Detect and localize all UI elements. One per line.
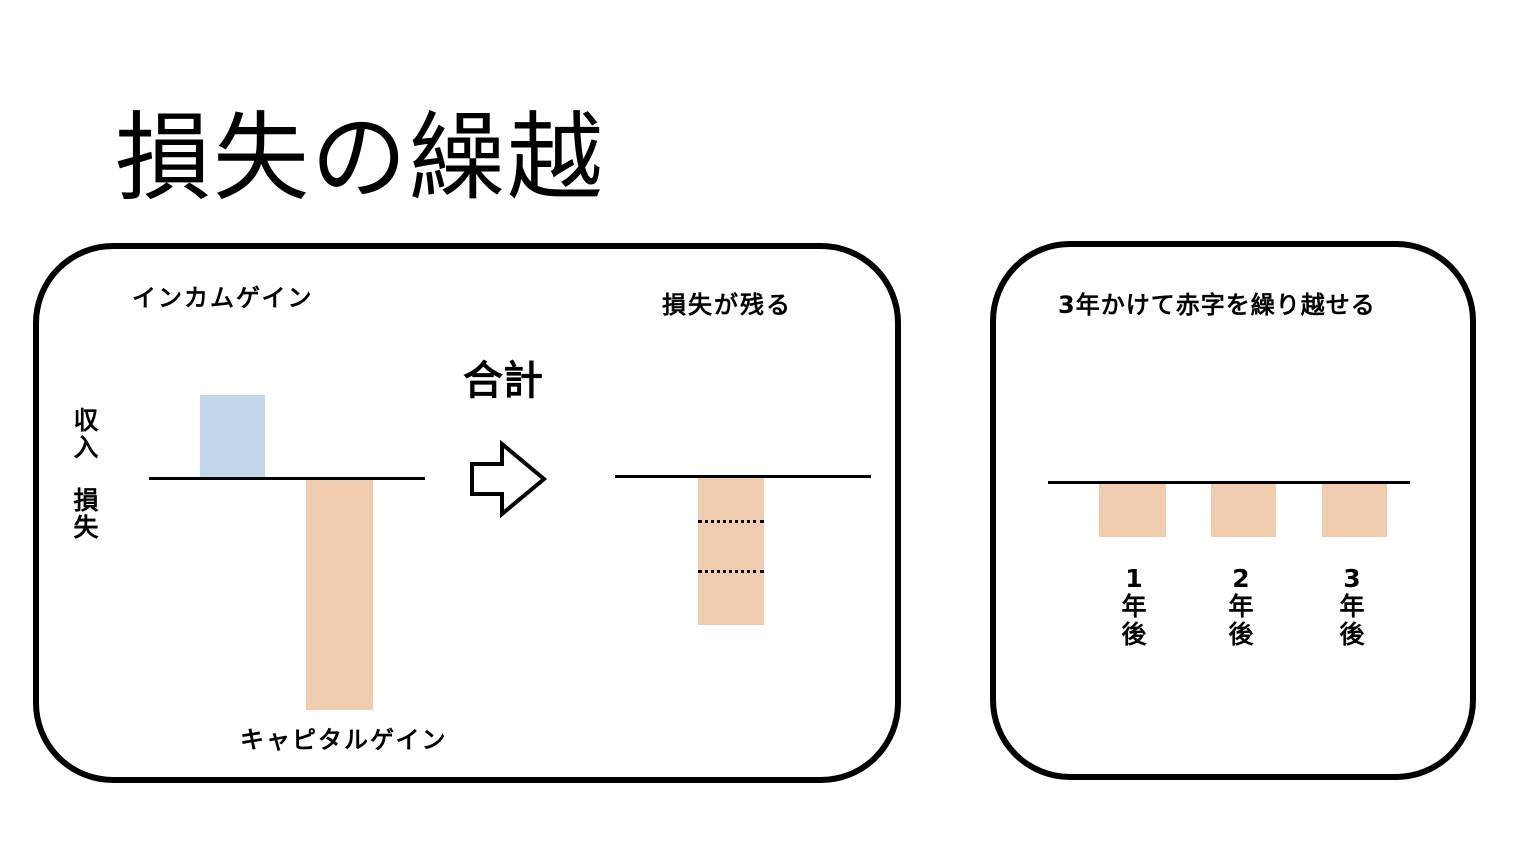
year-3-loss-bar bbox=[1322, 484, 1387, 537]
year-3-label: 3 年 後 bbox=[1334, 565, 1370, 649]
carryover-baseline bbox=[1048, 481, 1410, 484]
carryover-title: 3年かけて赤字を繰り越せる bbox=[1058, 291, 1376, 319]
right-arrow-icon bbox=[470, 440, 548, 519]
income-gain-label: インカムゲイン bbox=[132, 284, 314, 312]
capital-gain-label: キャピタルゲイン bbox=[240, 726, 448, 754]
income-bar bbox=[200, 395, 265, 477]
year-unit: 年 bbox=[1121, 592, 1147, 621]
remaining-loss-bar bbox=[698, 478, 764, 625]
right-panel bbox=[990, 241, 1476, 780]
year-suffix: 後 bbox=[1339, 620, 1365, 649]
axis-income-label: 収入 bbox=[73, 406, 99, 462]
year-number: 3 bbox=[1343, 564, 1361, 593]
year-2-label: 2 年 後 bbox=[1223, 565, 1259, 649]
year-suffix: 後 bbox=[1121, 620, 1147, 649]
year-unit: 年 bbox=[1228, 592, 1254, 621]
page-title: 損失の繰越 bbox=[115, 102, 605, 214]
left-baseline bbox=[149, 477, 425, 480]
year-1-loss-bar bbox=[1099, 484, 1166, 537]
year-2-loss-bar bbox=[1211, 484, 1276, 537]
year-suffix: 後 bbox=[1228, 620, 1254, 649]
loss-divider-2 bbox=[698, 570, 764, 573]
capital-loss-bar bbox=[306, 480, 373, 710]
result-baseline bbox=[615, 475, 871, 478]
loss-remains-label: 損失が残る bbox=[662, 291, 792, 319]
year-unit: 年 bbox=[1339, 592, 1365, 621]
left-panel bbox=[33, 243, 901, 783]
loss-divider-1 bbox=[698, 520, 764, 523]
year-number: 2 bbox=[1232, 564, 1250, 593]
year-1-label: 1 年 後 bbox=[1116, 565, 1152, 649]
axis-loss-label: 損失 bbox=[73, 486, 99, 542]
total-label: 合計 bbox=[463, 358, 543, 404]
year-number: 1 bbox=[1125, 564, 1143, 593]
